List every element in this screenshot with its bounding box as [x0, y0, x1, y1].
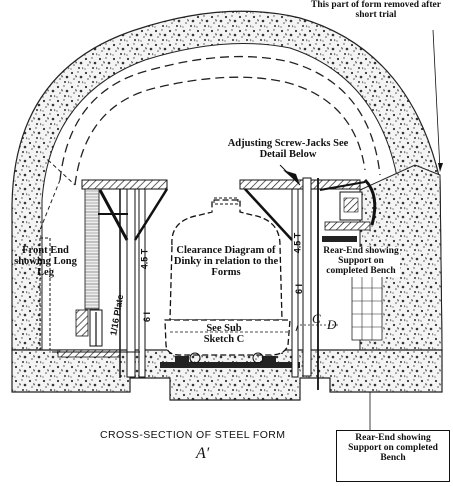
- label-point-c: C: [312, 311, 321, 326]
- label-i-left: 6 I: [142, 311, 153, 323]
- dinky-base: [164, 319, 291, 356]
- left-leg: [75, 309, 89, 337]
- left-post-outer: [84, 188, 100, 310]
- label-i-right: 6 I: [294, 283, 305, 295]
- rail-left: [175, 356, 189, 362]
- rear-end-inset-box: Rear-End showing Support on completed Be…: [336, 430, 450, 482]
- label-see-sub-sketch: See Sub Sketch C: [203, 323, 245, 346]
- right-jack-block: [324, 221, 371, 231]
- figure-caption: CROSS-SECTION OF STEEL FORM: [100, 429, 286, 441]
- dinky-dome: [213, 197, 239, 205]
- right-column: [302, 177, 312, 377]
- dinky-clearance-outline: [169, 199, 283, 321]
- inset-rear-end-label: Rear-End showing Support on completed Be…: [348, 433, 438, 463]
- front-end-long-leg: [39, 237, 51, 350]
- label-rear-end-support: Rear-End showing Support on completed Be…: [322, 246, 400, 277]
- dinky-wheel-right: [252, 352, 264, 364]
- left-foot: [57, 349, 121, 358]
- label-form-removed: This part of form removed after short tr…: [311, 0, 441, 20]
- left-column: [126, 188, 136, 378]
- label-t-left: 4.5 T: [139, 248, 150, 270]
- dinky-wheel-left: [189, 352, 201, 364]
- label-point-d: D: [327, 317, 337, 332]
- label-screw-jacks: Adjusting Screw-Jacks See Detail Below: [227, 138, 349, 161]
- figure-id: A′: [196, 445, 210, 462]
- tunnel-invert: [11, 349, 443, 401]
- removed-form-outline-outer: [59, 55, 381, 181]
- label-front-end: Front End showing Long Leg: [14, 245, 77, 279]
- left-top-beam: [81, 179, 168, 190]
- right-arch-rib: [363, 178, 377, 226]
- left-column-inner: [138, 188, 146, 378]
- label-clearance-diagram: Clearance Diagram of Dinky in relation t…: [173, 245, 279, 279]
- right-column-inner: [291, 188, 299, 378]
- right-bench-support: [322, 236, 357, 242]
- rail-right: [262, 356, 276, 362]
- removed-form-outline-inner: [74, 76, 366, 186]
- removed-form-dashed-left: [39, 159, 76, 231]
- track-sleeper: [160, 362, 300, 368]
- label-t-right: 4.5 T: [292, 232, 303, 254]
